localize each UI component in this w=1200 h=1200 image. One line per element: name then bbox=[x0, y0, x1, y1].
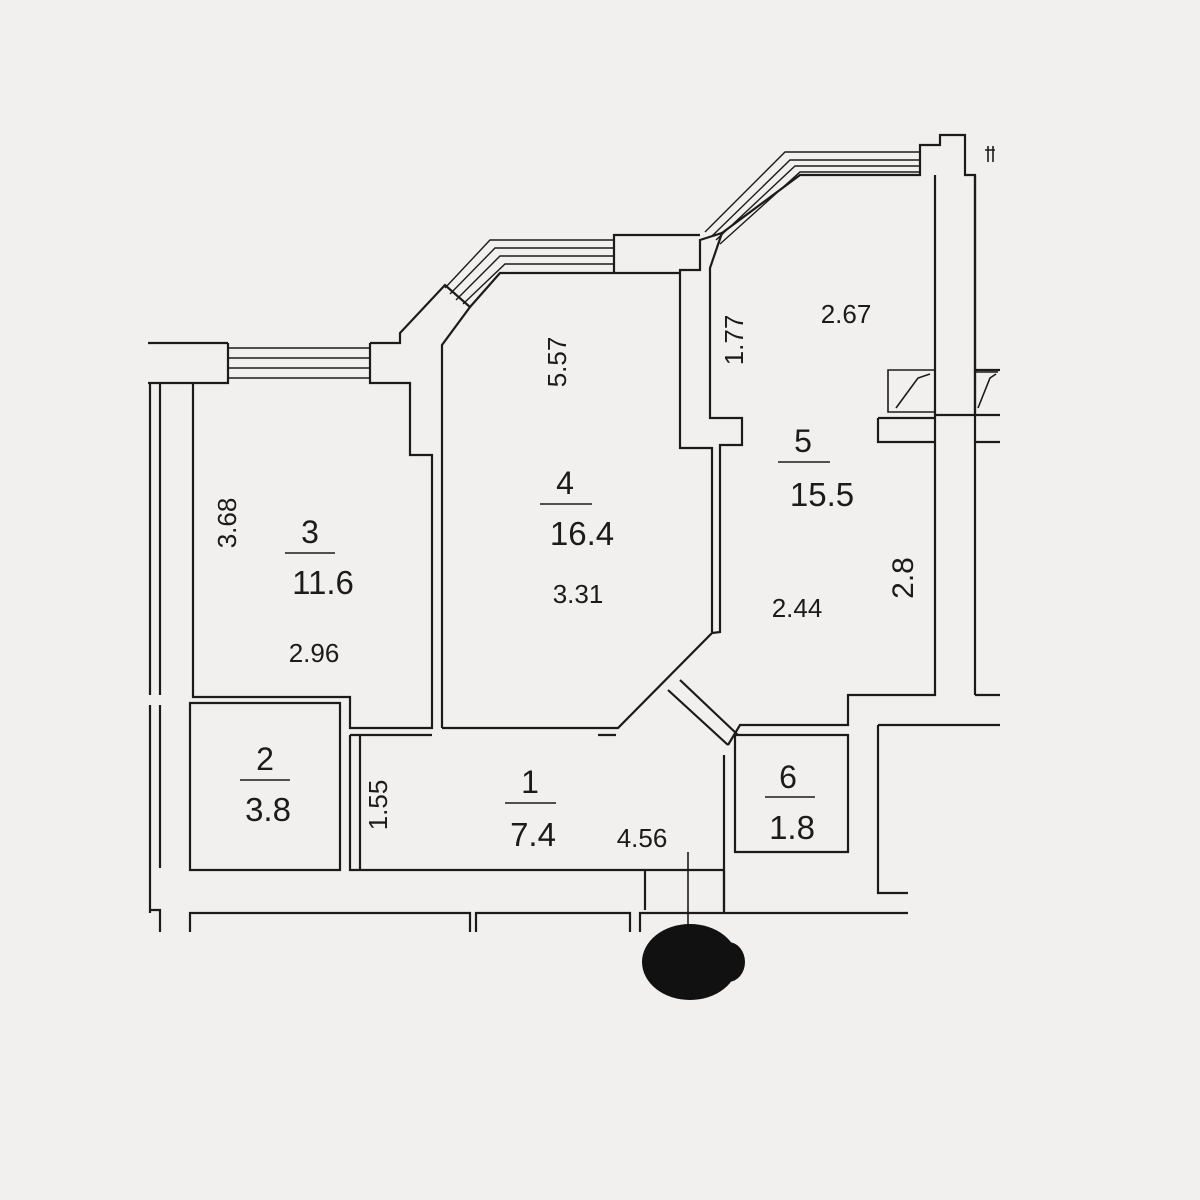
window-room-3 bbox=[228, 347, 370, 379]
room-labels: 3 11.6 4 16.4 5 15.5 2 3.8 1 7.4 6 1.8 bbox=[240, 423, 854, 853]
wall-3-4 bbox=[370, 283, 472, 728]
room-3-area: 11.6 bbox=[292, 564, 354, 601]
entrance-door-frame bbox=[643, 870, 726, 912]
dim-room-5-top-height: 1.77 bbox=[719, 315, 749, 366]
room-4-walls bbox=[442, 231, 744, 730]
room-1-walls bbox=[348, 733, 645, 872]
dim-room-1-length: 4.56 bbox=[617, 823, 668, 853]
room-2-walls bbox=[188, 701, 342, 872]
room-4-area: 16.4 bbox=[550, 515, 614, 552]
room-4-number: 4 bbox=[556, 465, 574, 501]
room-1-area: 7.4 bbox=[510, 816, 556, 853]
room-2-area: 3.8 bbox=[245, 791, 291, 828]
left-exterior-wall-upper bbox=[148, 383, 162, 695]
dim-room-1-width: 1.55 bbox=[363, 780, 393, 831]
room-6-number: 6 bbox=[779, 759, 797, 795]
redaction-mark bbox=[642, 924, 745, 1000]
room-3-number: 3 bbox=[301, 514, 319, 550]
room-4-top-wall bbox=[469, 233, 700, 308]
room-5-area: 15.5 bbox=[790, 476, 854, 513]
room-2-number: 2 bbox=[256, 741, 274, 777]
shaft-vents bbox=[887, 369, 998, 413]
dim-room-5-top-width: 2.67 bbox=[821, 299, 872, 329]
dimension-labels: 3.68 2.96 5.57 3.31 1.77 2.67 2.44 2.8 1… bbox=[212, 299, 920, 853]
bottom-corridor-walls bbox=[148, 868, 908, 932]
room-3-walls bbox=[191, 343, 434, 730]
dim-room-5-width: 2.44 bbox=[772, 593, 823, 623]
room-5-walls bbox=[721, 133, 977, 746]
windows bbox=[228, 146, 998, 413]
shaft-column bbox=[933, 175, 1000, 697]
dim-room-4-height: 5.57 bbox=[542, 337, 572, 388]
diagonal-wall bbox=[667, 679, 739, 746]
dim-room-4-width: 3.31 bbox=[553, 579, 604, 609]
room-6-area: 1.8 bbox=[769, 809, 815, 846]
redaction-blob-side bbox=[711, 942, 745, 982]
redaction-blob-main bbox=[642, 924, 738, 1000]
window-room-5 bbox=[704, 151, 920, 245]
dim-room-5-height: 2.8 bbox=[887, 557, 920, 599]
dim-room-3-width: 2.96 bbox=[289, 638, 340, 668]
room-1-number: 1 bbox=[521, 764, 539, 800]
right-neighbour-walls bbox=[876, 723, 1000, 895]
room-5-number: 5 bbox=[794, 423, 812, 459]
walls bbox=[148, 133, 1000, 932]
room-6-walls bbox=[733, 733, 850, 854]
room-5-right-stub bbox=[876, 416, 935, 444]
left-exterior-wall-lower bbox=[148, 705, 162, 868]
top-right-mark bbox=[985, 146, 995, 162]
window-room-4 bbox=[444, 239, 614, 305]
dim-room-3-height: 3.68 bbox=[212, 498, 242, 549]
top-left-ledge bbox=[148, 341, 228, 385]
